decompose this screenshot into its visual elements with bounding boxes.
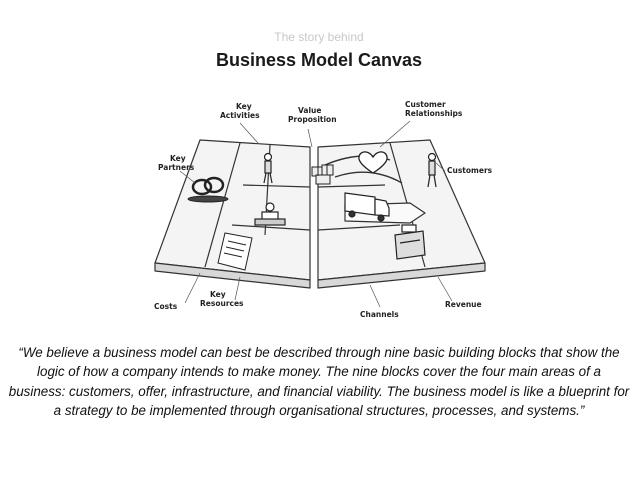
handshake-icon — [187, 176, 229, 203]
label-customers: Customers — [447, 166, 493, 175]
label-costs: Costs — [154, 302, 178, 311]
label-key-activities: Key Activities — [220, 102, 260, 120]
invoice-icon — [217, 232, 253, 271]
label-value-proposition: Value Proposition — [288, 106, 337, 124]
label-revenue: Revenue — [445, 300, 482, 309]
label-channels: Channels — [360, 310, 399, 319]
heart-icon — [358, 151, 388, 174]
business-model-canvas-illustration: Key Activities Value Proposition Custome… — [154, 100, 493, 319]
label-key-partners: Key Partners — [158, 154, 195, 172]
factory-worker-icon — [263, 152, 273, 184]
scientist-icon — [254, 202, 286, 226]
label-customer-relationships: Customer Relationships — [405, 100, 463, 118]
customer-person-icon — [427, 152, 437, 188]
gift-boxes-icon — [311, 164, 334, 185]
business-model-quote: “We believe a business model can best be… — [8, 345, 630, 419]
label-key-resources: Key Resources — [200, 290, 244, 308]
slide-subtitle: The story behind — [274, 30, 364, 44]
delivery-truck-icon — [344, 192, 390, 222]
cash-register-icon — [394, 224, 426, 260]
slide-title: Business Model Canvas — [215, 50, 423, 70]
